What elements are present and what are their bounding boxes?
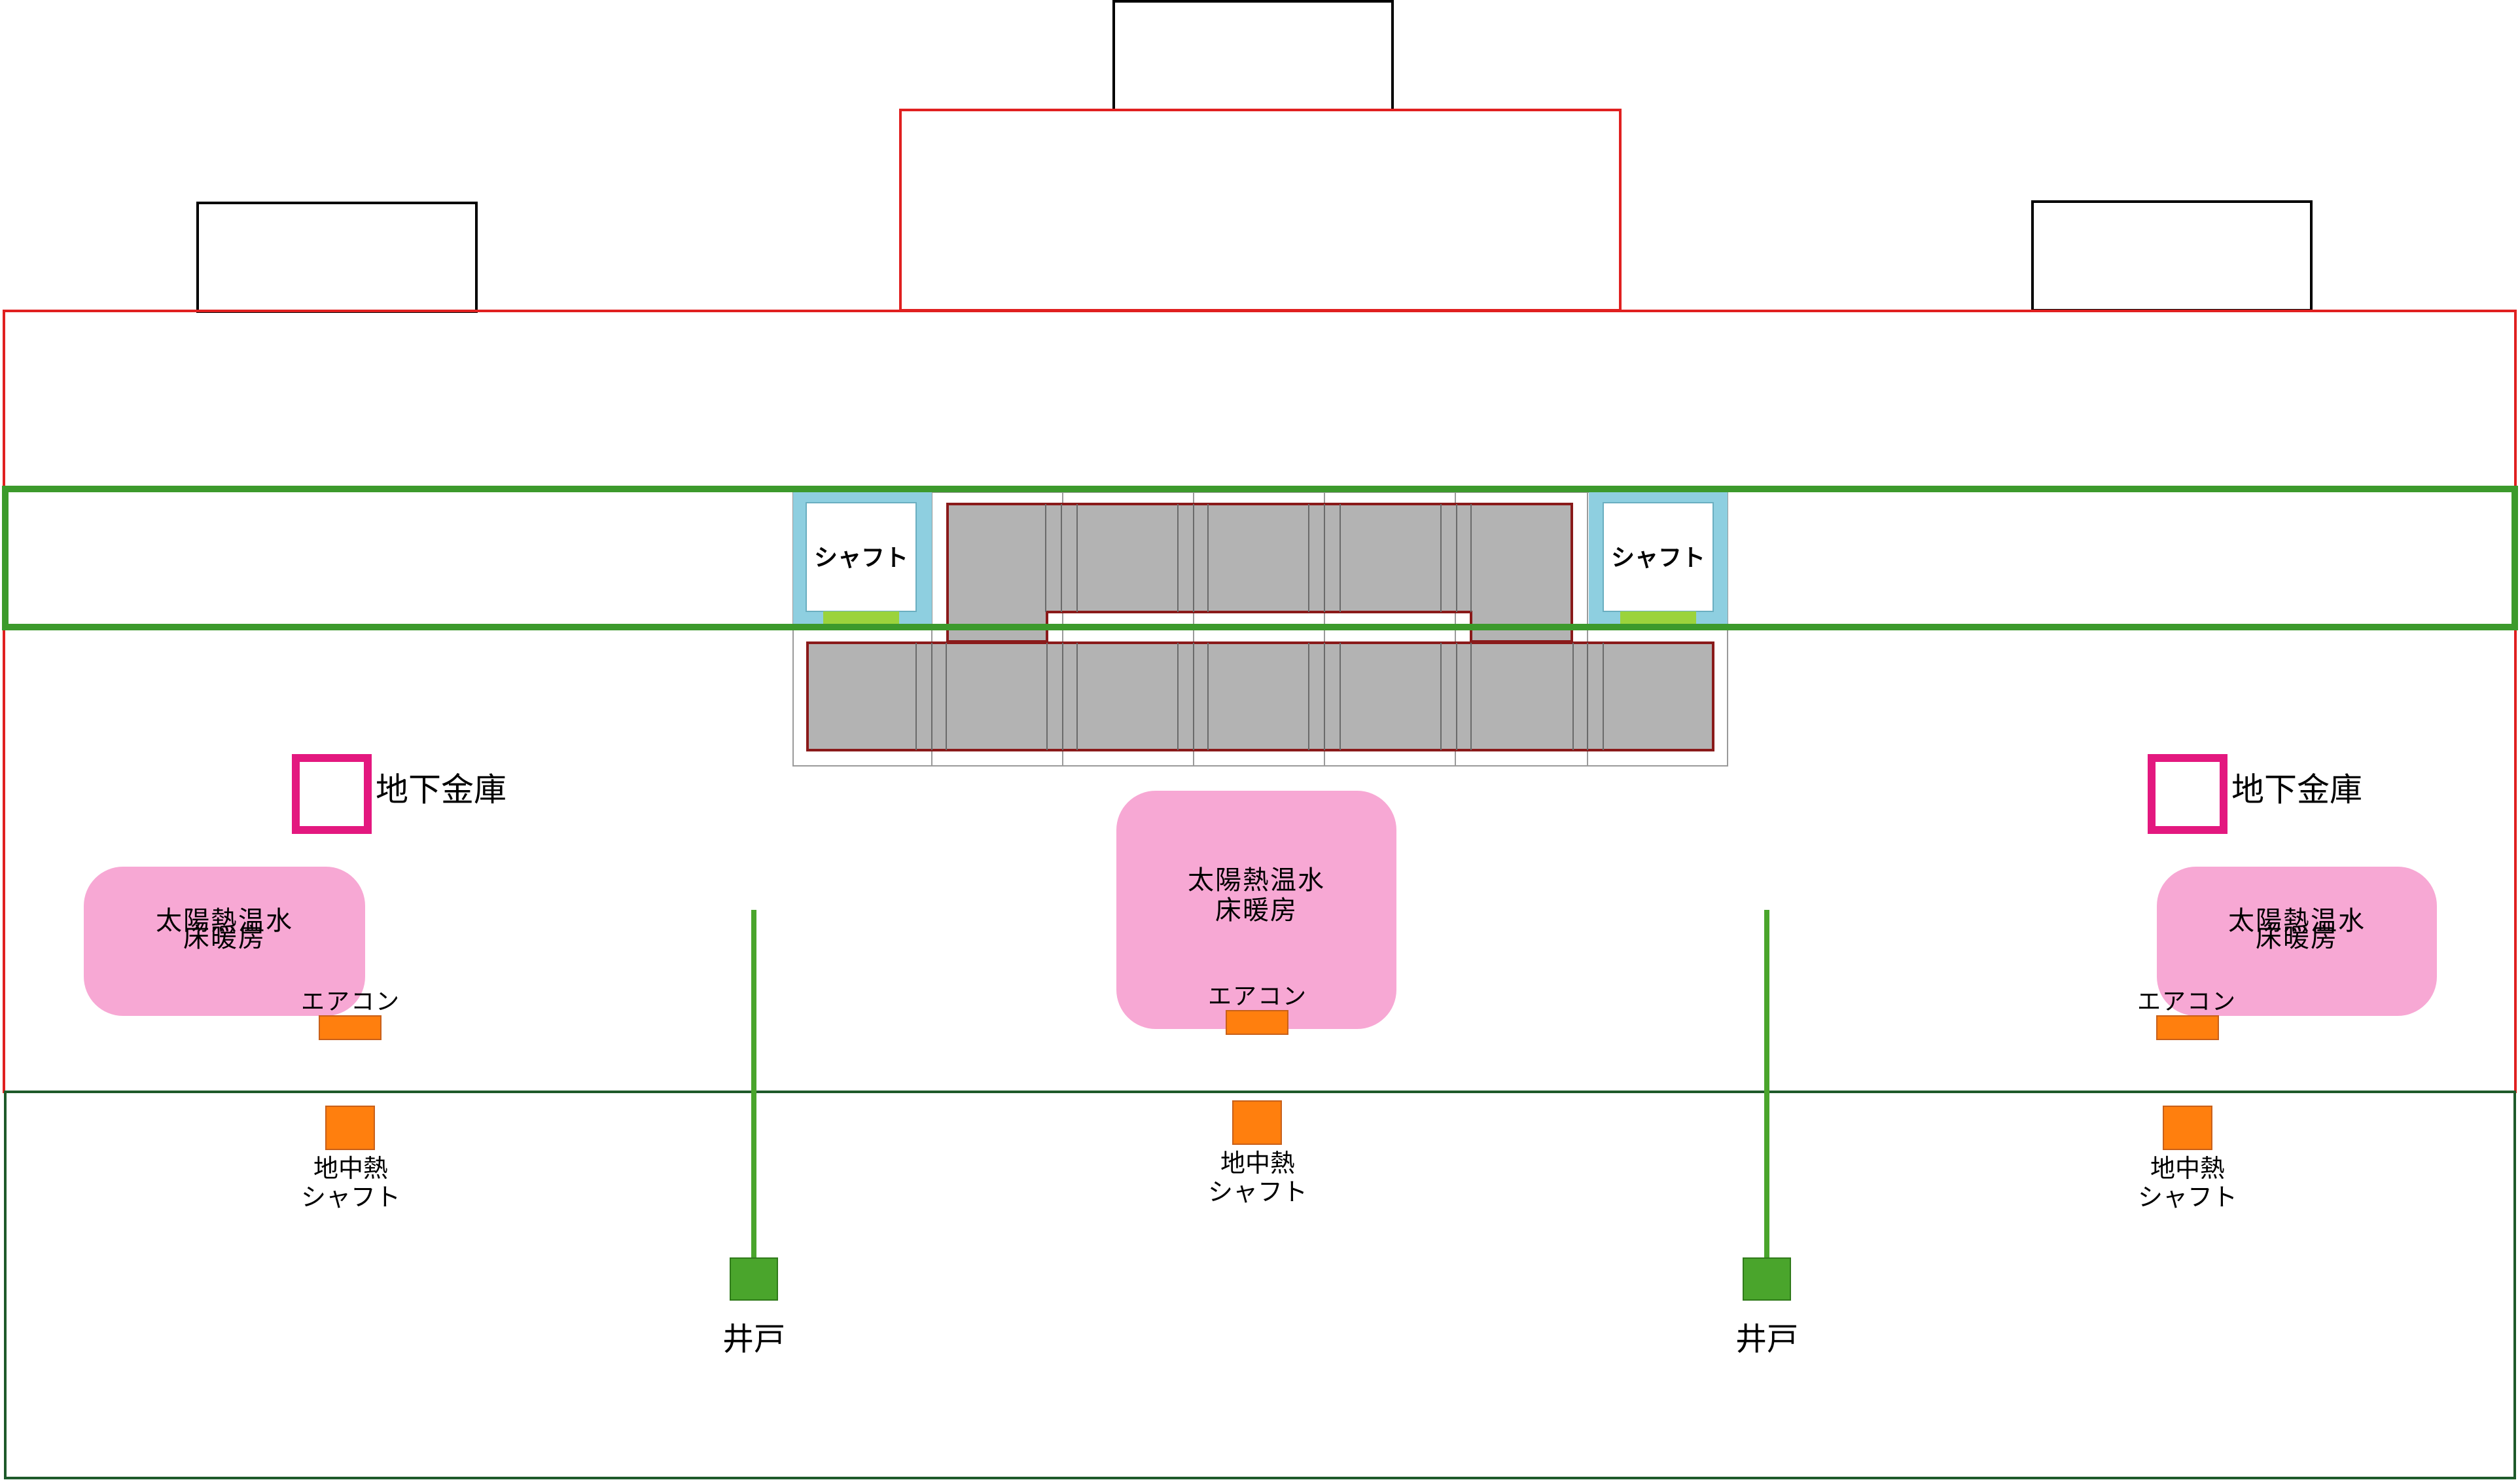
geothermal-shaft-left: 地中熱 シャフト — [301, 1106, 400, 1212]
aircon-center: エアコン — [1208, 983, 1307, 1035]
aircon-label-left: エアコン — [301, 988, 400, 1015]
roof-box-center — [1112, 0, 1394, 111]
roof-box-left — [196, 202, 478, 313]
vault-label-right: 地下金庫 — [2231, 771, 2362, 809]
geo-label-right-line2: シャフト — [2138, 1183, 2237, 1212]
underground-area — [4, 1091, 2516, 1479]
geothermal-shaft-right: 地中熱 シャフト — [2138, 1106, 2237, 1212]
solar-heating-right: 太陽熱温水 床暖房 — [2157, 867, 2437, 1016]
solar-label-center-line1: 太陽熱温水 — [1188, 865, 1325, 895]
solar-label-left-line1: 太陽熱温水 — [156, 906, 293, 936]
geo-label-center-line2: シャフト — [1208, 1178, 1307, 1206]
vault-label-left: 地下金庫 — [376, 771, 506, 809]
shaft-right: シャフト — [1589, 492, 1728, 628]
geo-label-center-line1: 地中熱 — [1220, 1149, 1295, 1178]
solar-heating-left: 太陽熱温水 床暖房 — [84, 867, 365, 1016]
well-label-right: 井戸 — [1735, 1321, 1798, 1358]
aircon-left: エアコン — [301, 988, 400, 1040]
well-left: 井戸 — [722, 910, 785, 1358]
roof-box-right — [2031, 200, 2313, 312]
aircon-label-right: エアコン — [2137, 988, 2237, 1015]
upper-storage-block — [946, 503, 1573, 643]
vault-left: 地下金庫 — [292, 754, 506, 834]
well-label-left: 井戸 — [722, 1321, 785, 1358]
solar-label-left-line2: 床暖房 — [183, 923, 266, 953]
green-band — [2, 486, 2518, 630]
well-right: 井戸 — [1735, 910, 1798, 1358]
geo-label-left-line2: シャフト — [301, 1183, 400, 1212]
shaft-left: シャフト — [793, 492, 932, 628]
geo-label-left-line1: 地中熱 — [313, 1154, 388, 1183]
solar-heating-center: 太陽熱温水 床暖房 — [1116, 791, 1396, 1029]
geothermal-shaft-center: 地中熱 シャフト — [1208, 1100, 1307, 1206]
vault-right: 地下金庫 — [2148, 754, 2362, 834]
solar-label-center-line2: 床暖房 — [1215, 895, 1298, 926]
upper-tower — [899, 109, 1622, 312]
shaft-label-right: シャフト — [1611, 545, 1705, 571]
geo-label-right-line1: 地中熱 — [2150, 1154, 2225, 1183]
aircon-right: エアコン — [2137, 988, 2237, 1040]
aircon-label-center: エアコン — [1208, 983, 1307, 1010]
lower-storage-block — [806, 641, 1714, 751]
solar-label-right-line1: 太陽熱温水 — [2228, 906, 2366, 936]
shaft-label-left: シャフト — [814, 545, 908, 571]
solar-label-right-line2: 床暖房 — [2256, 923, 2338, 953]
